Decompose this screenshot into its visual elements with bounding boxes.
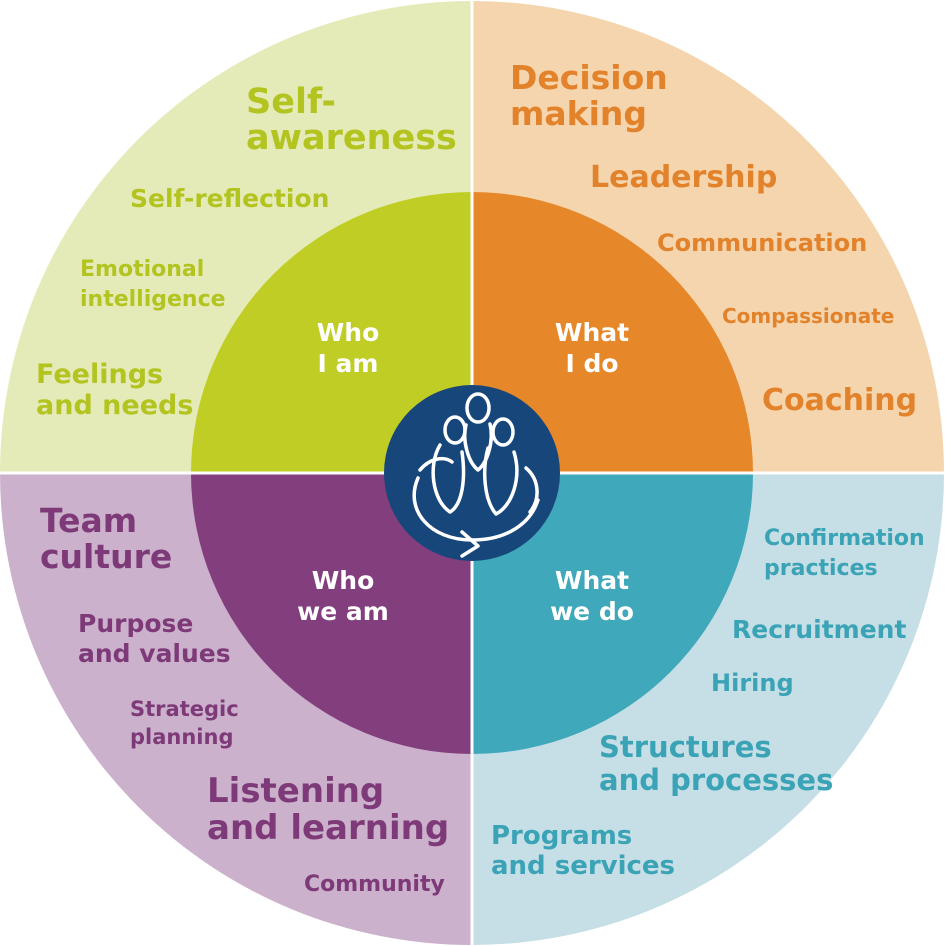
- people-circle-icon: [384, 385, 560, 561]
- item-listening-line2: and learning: [207, 808, 449, 848]
- item-structures-line1: Structures: [599, 730, 772, 764]
- item-decision-line2: making: [510, 94, 647, 133]
- item-team-culture-line1: Team: [40, 501, 137, 540]
- item-structures-line2: and processes: [599, 763, 833, 797]
- item-recruitment: Recruitment: [732, 615, 906, 644]
- item-strategic-line1: Strategic: [130, 697, 239, 721]
- label-what-i-do-line2: I do: [565, 349, 618, 378]
- item-decision-line1: Decision: [510, 58, 668, 97]
- item-feelings-line2: and needs: [36, 390, 193, 421]
- item-hiring: Hiring: [711, 669, 794, 697]
- item-purpose-line1: Purpose: [78, 609, 193, 638]
- label-who-i-am-line2: I am: [318, 349, 379, 378]
- item-self-awareness-line2: awareness: [246, 118, 457, 158]
- item-self-reflection: Self-reflection: [130, 184, 329, 213]
- item-confirmation-line2: practices: [764, 556, 878, 581]
- label-what-i-do-line1: What: [555, 318, 629, 347]
- item-community: Community: [304, 872, 445, 897]
- label-who-we-are-line2: we am: [297, 597, 389, 626]
- inner-quadrant-what-i-do: [472, 192, 753, 473]
- item-communication: Communication: [657, 229, 867, 257]
- inner-quadrant-what-we-do: [472, 473, 753, 754]
- item-team-culture-line2: culture: [40, 537, 172, 576]
- inner-quadrant-who-we-are: [191, 473, 472, 754]
- item-strategic-line2: planning: [130, 725, 233, 749]
- item-leadership: Leadership: [590, 160, 777, 195]
- label-who-i-am-line1: Who: [317, 318, 380, 347]
- item-programs-line1: Programs: [491, 821, 632, 851]
- item-programs-line2: and services: [491, 851, 675, 881]
- item-purpose-line2: and values: [78, 639, 231, 668]
- item-feelings-line1: Feelings: [36, 359, 163, 390]
- inner-quadrant-who-i-am: [191, 192, 472, 473]
- label-what-we-do-line1: What: [555, 566, 629, 595]
- who-we-are-items: Team culture Purpose and values Strategi…: [40, 501, 449, 897]
- label-who-we-are-line1: Who: [312, 566, 375, 595]
- item-emotional-line2: intelligence: [80, 287, 226, 312]
- item-coaching: Coaching: [762, 383, 917, 418]
- what-we-do-items: Confirmation practices Recruitment Hirin…: [491, 526, 925, 881]
- item-compassionate: Compassionate: [722, 304, 894, 328]
- who-i-am-items: Self- awareness Self-reflection Emotiona…: [36, 82, 457, 421]
- label-what-we-do-line2: we do: [550, 597, 634, 626]
- what-i-do-items: Decision making Leadership Communication…: [510, 58, 917, 418]
- item-confirmation-line1: Confirmation: [764, 526, 925, 551]
- item-emotional-line1: Emotional: [80, 257, 204, 282]
- item-self-awareness-line1: Self-: [246, 82, 336, 122]
- item-listening-line1: Listening: [207, 771, 384, 811]
